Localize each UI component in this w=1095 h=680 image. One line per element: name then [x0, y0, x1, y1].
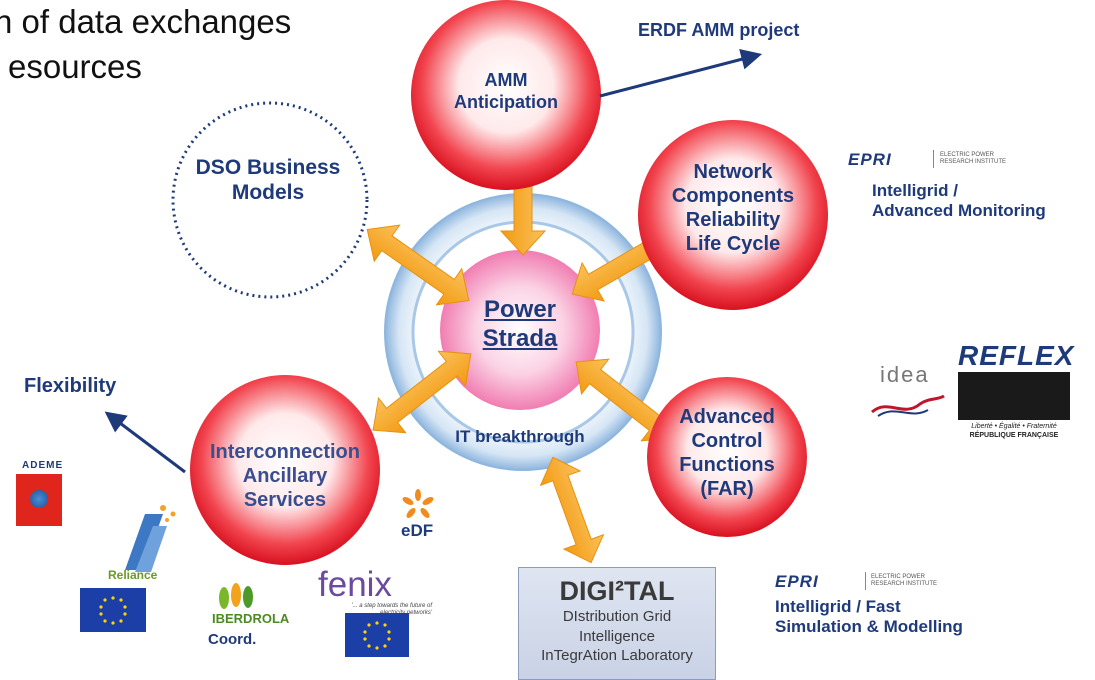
- arrow-flexibility: [104, 411, 186, 474]
- iberdrola-logo-icon: [219, 583, 253, 609]
- epri-subtitle-line: ELECTRIC POWER: [940, 152, 995, 158]
- node-amm-line: AMM: [484, 70, 528, 90]
- center-title-line-2: Strada: [482, 324, 558, 352]
- digital-box: DIGI²TAL DIstribution Grid Intelligence …: [518, 567, 716, 680]
- intelligrid-monitoring-line: Intelligrid /: [872, 181, 958, 200]
- node-dso-line: Models: [231, 181, 305, 205]
- republique-line: RÉPUBLIQUE FRANÇAISE: [969, 432, 1059, 440]
- title-line-1: n of data exchanges: [0, 3, 292, 40]
- arrow-erdf: [599, 49, 763, 98]
- center-title: Power Strada: [440, 296, 600, 354]
- node-control-line: (FAR): [700, 478, 754, 500]
- reflex-logo: REFLEX: [958, 340, 1075, 371]
- title-line-2: esources: [8, 47, 142, 85]
- eu-stars-icon: [363, 621, 391, 650]
- intelligrid-monitoring-label: Intelligrid / Advanced Monitoring: [872, 181, 1046, 222]
- intelligrid-simulation-line: Simulation & Modelling: [775, 617, 963, 637]
- bubble-control: [647, 377, 807, 537]
- marianne-icon: [958, 372, 1070, 420]
- node-amm-line: Anticipation: [454, 91, 558, 112]
- fenix-tagline-line: '... a step towards the future of: [351, 603, 432, 609]
- epri-logo-name: EPRI: [848, 150, 892, 169]
- eu-stars-icon: [99, 596, 127, 625]
- node-interconnection-line: Services: [243, 489, 327, 511]
- node-network-line: Reliability: [685, 209, 781, 231]
- intelligrid-simulation-line: Intelligrid / Fast: [775, 597, 901, 616]
- bubble-interconnection: [190, 375, 380, 565]
- center-title-line-1: Power: [483, 296, 557, 323]
- fenix-logo: fenix: [318, 565, 392, 604]
- epri-divider: [933, 150, 934, 168]
- digital-line-3: InTegrAtion Laboratory: [541, 647, 693, 664]
- center-core: [440, 250, 600, 410]
- eu-flag-icon: [345, 613, 409, 657]
- node-interconnection-line: Interconnection: [209, 441, 360, 463]
- epri-subtitle: ELECTRIC POWER RESEARCH INSTITUTE: [940, 152, 1020, 165]
- idea-swoosh-icon: [871, 394, 945, 417]
- bubble-dso: [171, 101, 369, 299]
- node-interconnection-line: Ancillary: [242, 465, 328, 487]
- epri-subtitle-line: RESEARCH INSTITUTE: [940, 158, 1007, 165]
- node-interconnection: Interconnection Ancillary Services: [195, 440, 375, 512]
- node-amm: AMM Anticipation: [426, 70, 586, 113]
- node-dso-line: DSO Business: [195, 156, 341, 179]
- node-network-line: Components: [671, 185, 795, 207]
- node-network: Network Components Reliability Life Cycl…: [653, 160, 813, 256]
- intelligrid-monitoring-line: Advanced Monitoring: [872, 201, 1046, 221]
- fenix-tagline: '... a step towards the future of electr…: [312, 603, 432, 616]
- epri-subtitle-line: ELECTRIC POWER: [871, 574, 926, 580]
- epri-logo-name: EPRI: [775, 572, 819, 591]
- digital-title: DIGI²TAL: [559, 576, 675, 606]
- digital-line-2: Intelligence: [579, 627, 655, 645]
- fenix-tagline-line: electricity networks': [380, 609, 432, 616]
- iberdrola-logo-text: IBERDROLA: [212, 611, 290, 626]
- node-network-line: Network: [693, 161, 773, 183]
- node-dso: DSO Business Models: [163, 155, 373, 205]
- epri-subtitle: ELECTRIC POWER RESEARCH INSTITUTE: [871, 574, 951, 587]
- slide-title: n of data exchanges esources: [0, 0, 291, 89]
- flexibility-label: Flexibility: [24, 375, 117, 397]
- digital-line-1: DIstribution Grid: [562, 608, 672, 625]
- eu-flag-icon: [80, 588, 146, 632]
- coord-label: Coord.: [208, 631, 257, 648]
- node-control-line: Functions: [679, 454, 775, 476]
- center-caption: IT breakthrough: [455, 427, 585, 446]
- intelligrid-simulation-label: Intelligrid / Fast Simulation & Modellin…: [775, 597, 963, 638]
- ademe-logo-text: ADEME: [22, 460, 64, 471]
- node-control: Advanced Control Functions (FAR): [652, 405, 802, 501]
- edf-logo-icon: [402, 489, 434, 518]
- reliance-logo-text: Reliance: [108, 568, 158, 582]
- arrow-center-interconnection: [372, 350, 472, 434]
- globe-icon: [30, 490, 48, 508]
- node-control-line: Control: [691, 430, 763, 452]
- republique-logo: Liberté • Égalité • Fraternité RÉPUBLIQU…: [952, 422, 1076, 440]
- node-network-line: Life Cycle: [685, 233, 781, 255]
- bubble-amm: [411, 0, 601, 190]
- node-control-line: Advanced: [679, 406, 775, 428]
- erdf-label: ERDF AMM project: [638, 20, 800, 40]
- idea-logo: idea: [880, 362, 930, 387]
- bubble-network: [638, 120, 828, 310]
- reliance-logo-icon: [125, 505, 176, 572]
- arrow-center-digital: [539, 456, 605, 564]
- epri-divider: [865, 572, 866, 590]
- edf-logo-text: eDF: [401, 521, 434, 540]
- epri-subtitle-line: RESEARCH INSTITUTE: [871, 580, 938, 587]
- republique-line: Liberté • Égalité • Fraternité: [971, 423, 1057, 430]
- arrow-center-dso: [366, 224, 470, 306]
